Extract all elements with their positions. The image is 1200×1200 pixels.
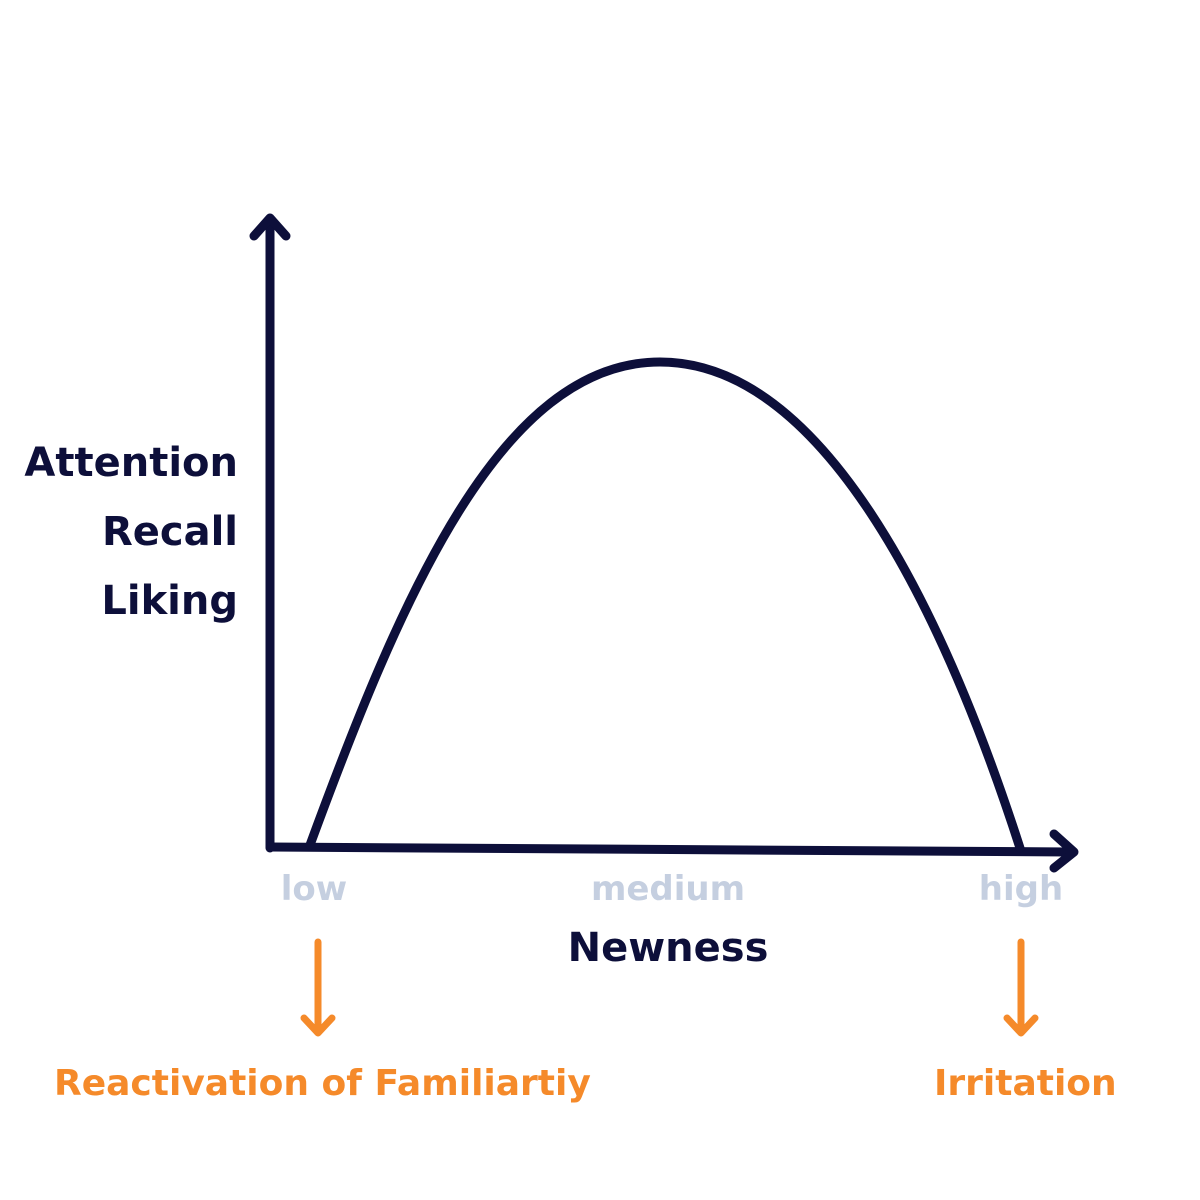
y-label-recall: Recall <box>101 509 238 555</box>
x-axis-arrowhead <box>1049 829 1079 873</box>
x-axis-line <box>265 842 1075 857</box>
high-outcome-arrowhead <box>1003 1014 1039 1037</box>
y-axis-arrowhead <box>249 213 291 241</box>
x-tick-high: high <box>978 869 1064 909</box>
x-tick-medium: medium <box>590 869 746 909</box>
x-tick-low: low <box>280 869 348 909</box>
high-outcome-label: Irritation <box>934 1063 1117 1104</box>
low-outcome-arrowhead <box>300 1014 336 1037</box>
y-label-attention: Attention <box>24 440 238 486</box>
y-label-liking: Liking <box>101 578 238 624</box>
low-outcome-label: Reactivation of Familiartiy <box>54 1063 591 1104</box>
x-axis-title: Newness <box>567 925 769 971</box>
inverted-u-curve <box>305 357 1025 853</box>
